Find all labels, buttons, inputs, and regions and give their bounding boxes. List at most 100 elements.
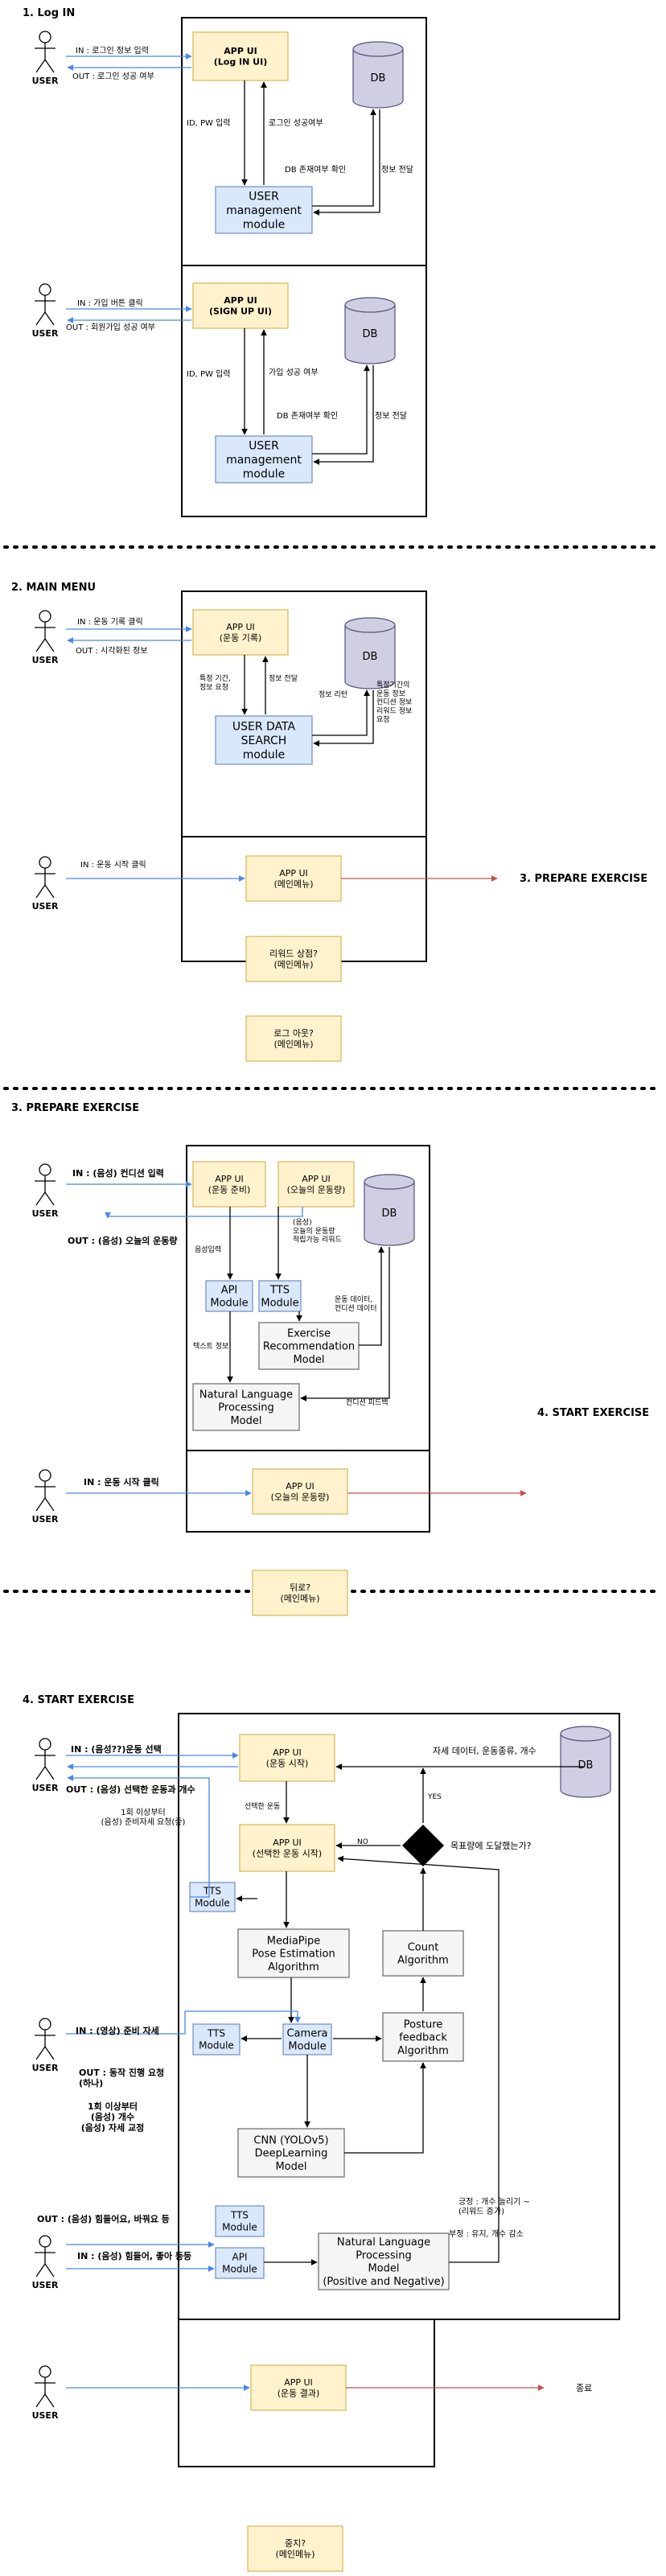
hard-out-label: OUT : (음성) 힘들어요, 바꿔요 등 xyxy=(37,2213,170,2224)
record-out-label: OUT : 시각화된 정보 xyxy=(76,646,147,656)
voice-today-label: 오늘의 운동량 xyxy=(293,1226,335,1236)
api-module-prepare-label: Module xyxy=(210,1298,248,1310)
tts-module-prepare-label: Module xyxy=(261,1298,298,1310)
user-actor-label: USER xyxy=(32,901,59,911)
connector xyxy=(312,109,376,207)
app-ui-record-label: (운동 기록) xyxy=(220,633,262,644)
db-prepare-label: DB xyxy=(382,1208,397,1220)
user-actor: USER xyxy=(32,2235,59,2290)
app-ui-exercise-prep: APP UI(운동 준비) xyxy=(192,1161,266,1208)
tts-module-prepare: TTS Module xyxy=(258,1280,302,1312)
camera-module-label: Module xyxy=(288,2041,326,2053)
pose-data-label: 자세 데이터, 운동종류, 개수 xyxy=(433,1746,536,1756)
section-title-start: 4. START EXERCISE xyxy=(23,1694,134,1706)
app-ui-exercise-start-label: APP UI xyxy=(273,1747,302,1758)
pose-request-label: (음성) 준비자세 요청(좋) xyxy=(101,1817,186,1827)
back-menu-label: (메인메뉴) xyxy=(280,1594,319,1604)
app-ui-today-amount-start-label: (오늘의 운동량) xyxy=(271,1492,330,1503)
tts1-to-user xyxy=(67,1775,210,1898)
login-in-label: IN : 로그인 정보 입력 xyxy=(76,45,149,56)
nlp-model-positive-negative-label: Processing xyxy=(356,2249,411,2261)
condition-feedback-label: 컨디션 피드백 xyxy=(346,1398,388,1407)
db-signup: DB xyxy=(344,297,396,364)
app-ui-exercise-result: APP UI(운동 결과) xyxy=(250,2364,347,2411)
db-login: DB xyxy=(352,41,404,109)
app-ui-signup: APP UI(SIGN UP UI) xyxy=(192,282,289,329)
app-ui-record: APP UI(운동 기록) xyxy=(192,609,289,656)
tts-module-prepare-label: TTS xyxy=(269,1284,290,1296)
text-info-label: 텍스트 정보 xyxy=(193,1342,228,1351)
id-pw-label: ID, PW 입력 xyxy=(187,368,231,379)
connector xyxy=(344,2062,426,2154)
db-prepare: DB xyxy=(364,1174,415,1246)
signup-in-label: IN : 가입 버튼 클릭 xyxy=(77,298,143,308)
mediapipe-pose-estimation-label: Algorithm xyxy=(268,1961,319,1973)
user-actor-label: USER xyxy=(32,76,59,86)
stop-menu-label: 중지? xyxy=(285,2538,306,2549)
user-management-module-signup-label: USER xyxy=(249,439,279,452)
info-send-label: 정보 전달 xyxy=(269,673,298,683)
cnn-yolov5-model-label: Model xyxy=(275,2161,306,2173)
record-in-label: IN : 운동 기록 클릭 xyxy=(77,617,143,627)
connector xyxy=(300,1247,390,1401)
app-ui-login-label: APP UI xyxy=(224,46,257,56)
logout-menu-label: 로그 아웃? xyxy=(273,1028,314,1039)
info-return-label: 정보 리턴 xyxy=(319,690,347,699)
select-out-label: OUT : (음성) 선택한 운동과 개수 xyxy=(66,1784,195,1795)
stop-menu-label: (메인메뉴) xyxy=(275,2549,314,2560)
app-ui-selected-exercise-label: APP UI xyxy=(273,1837,302,1848)
ready-in-label: IN : (영상) 준비 자세 xyxy=(76,2025,159,2036)
count-fix-label: 1회 이상부터 xyxy=(88,2101,138,2112)
app-ui-record-label: APP UI xyxy=(226,622,255,632)
api-module-start-label: Module xyxy=(222,2264,257,2275)
mediapipe-pose-estimation-label: Pose Estimation xyxy=(252,1948,335,1961)
app-ui-signup-label: APP UI xyxy=(224,295,257,306)
connector xyxy=(313,109,380,216)
select-in-label: IN : (음성??)운동 선택 xyxy=(71,1743,162,1755)
app-ui-main-menu: APP UI(메인메뉴) xyxy=(245,855,342,902)
posture-feedback-algorithm-label: feedback xyxy=(399,2032,447,2044)
condition-out-arrow xyxy=(105,1207,303,1219)
back-menu-label: 뒤로? xyxy=(290,1582,310,1593)
count-fix-label: (음성) 자세 교정 xyxy=(81,2121,144,2133)
logout-menu: 로그 아웃?(메인메뉴) xyxy=(245,1015,342,1062)
app-ui-exercise-prep-label: APP UI xyxy=(215,1174,244,1184)
tts-module-1-label: Module xyxy=(195,1898,230,1909)
user-management-module-login-label: management xyxy=(226,204,302,217)
exercise-start-in-label: IN : 운동 시작 클릭 xyxy=(84,1476,159,1488)
app-ui-today-amount-label: (오늘의 운동량) xyxy=(287,1185,346,1195)
decision-label: 목표량에 도달했는가? xyxy=(450,1841,532,1851)
user-management-module-signup-label: module xyxy=(243,467,285,480)
app-ui-main-menu-label: (메인메뉴) xyxy=(273,879,313,890)
period-data-label: 요청 xyxy=(376,715,390,724)
exercise-condition-data-label: 운동 데이터, xyxy=(335,1295,372,1304)
user-actor-label: USER xyxy=(32,2410,59,2421)
section-separators xyxy=(3,545,663,1593)
db-main: DB xyxy=(344,617,396,689)
to-start-label: 4. START EXERCISE xyxy=(537,1407,649,1419)
logout-menu-label: (메인메뉴) xyxy=(273,1039,313,1050)
user-actor-label: USER xyxy=(32,1783,59,1793)
user-data-search-module-label: SEARCH xyxy=(241,735,287,747)
nlp-model-prepare-label: Processing xyxy=(218,1402,273,1414)
id-pw-label: ID, PW 입력 xyxy=(187,117,231,128)
pose-request-label: 1회 이상부터 xyxy=(121,1808,166,1817)
app-ui-signup-label: (SIGN UP UI) xyxy=(209,307,272,317)
connector xyxy=(313,365,374,465)
app-ui-today-amount-start: APP UI(오늘의 운동량) xyxy=(252,1468,348,1515)
tts-module-3-label: TTS xyxy=(230,2210,249,2221)
stop-menu: 중지?(메인메뉴) xyxy=(247,2525,343,2572)
login-success-label: 로그인 성공여부 xyxy=(269,118,323,128)
positive-label: 긍정 : 개수 늘리기 ~ xyxy=(458,2197,530,2207)
goal-reached-decision: 목표량에 도달했는가? xyxy=(402,1825,532,1866)
voice-input-label: 음성입력 xyxy=(195,1245,221,1254)
